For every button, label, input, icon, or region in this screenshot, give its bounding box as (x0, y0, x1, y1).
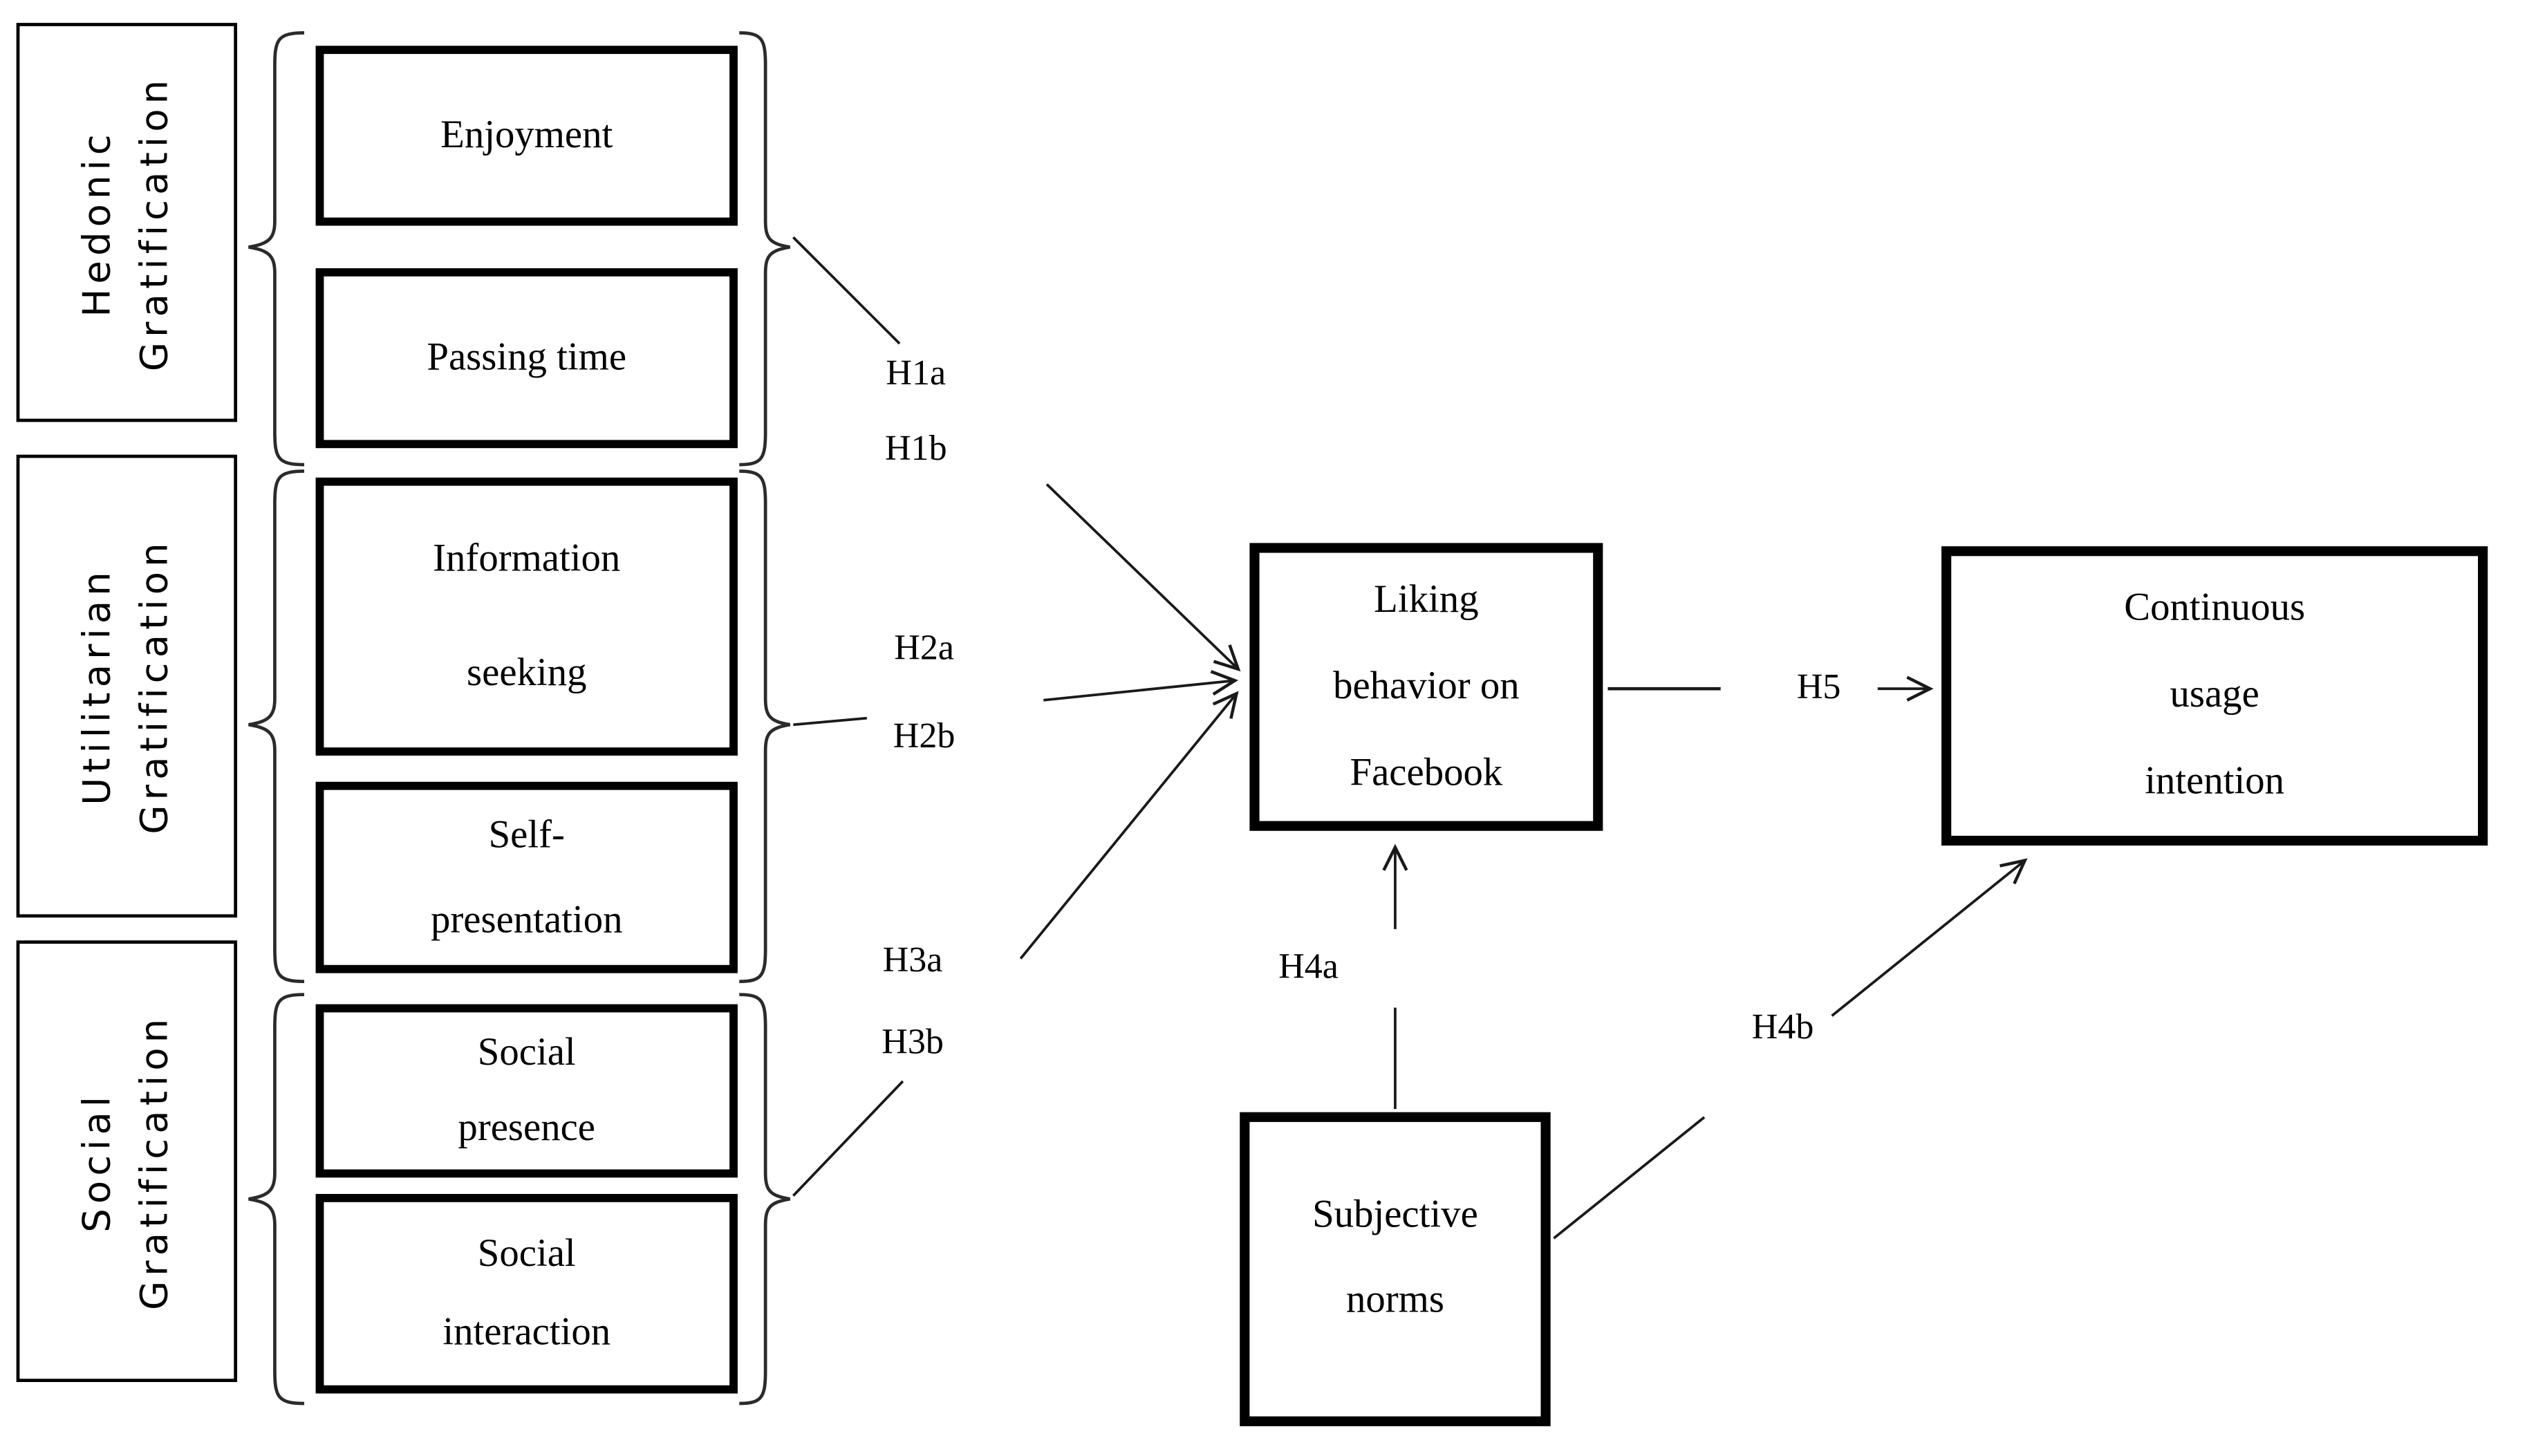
label-h4a: H4a (1274, 945, 1344, 988)
label-h2b: H2b (888, 714, 960, 758)
label-h3b: H3b (877, 1020, 949, 1063)
box-subjective-norms: Subjective norms (1240, 1112, 1551, 1426)
group-box-utilitarian-gratification: Utilitarian Gratification (16, 454, 238, 918)
construct-box-information-seeking: Information seeking (315, 477, 738, 756)
box-continuous-usage-intention: Continuous usage intention (1941, 546, 2488, 846)
label-h1a: H1a (881, 351, 951, 395)
brace-left-utilitarian (248, 469, 305, 984)
construct-box-social-presence: Social presence (315, 1004, 738, 1178)
label-h1b: H1b (879, 427, 952, 469)
group-box-hedonic-gratification: Hedonic Gratification (16, 23, 238, 422)
label-h4b: H4b (1746, 1005, 1819, 1049)
construct-box-self-presentation: Self- presentation (315, 781, 738, 973)
arrow-h1 (792, 236, 1241, 672)
group-label-hedonic-gratification: Hedonic Gratification (77, 74, 176, 371)
group-label-utilitarian-gratification: Utilitarian Gratification (77, 538, 176, 834)
brace-right-hedonic (739, 31, 791, 467)
group-label-social-gratification: Social Gratification (77, 1013, 176, 1309)
arrow-h2 (793, 670, 1239, 727)
arrow-h3 (792, 691, 1239, 1197)
construct-box-passing-time: Passing time (315, 268, 738, 449)
box-liking-behavior-on-facebook: Liking behavior on Facebook (1249, 543, 1603, 831)
group-box-social-gratification: Social Gratification (16, 940, 238, 1383)
brace-right-utilitarian (739, 469, 791, 984)
arrow-h4b (1553, 858, 2028, 1240)
construct-box-social-interaction: Social interaction (315, 1193, 738, 1394)
label-h2a: H2a (889, 626, 960, 669)
construct-box-enjoyment: Enjoyment (315, 46, 738, 226)
brace-left-social (248, 993, 305, 1406)
brace-right-social (739, 993, 791, 1406)
brace-left-hedonic (248, 31, 305, 467)
label-h3a: H3a (877, 938, 948, 982)
label-h5: H5 (1791, 665, 1846, 709)
